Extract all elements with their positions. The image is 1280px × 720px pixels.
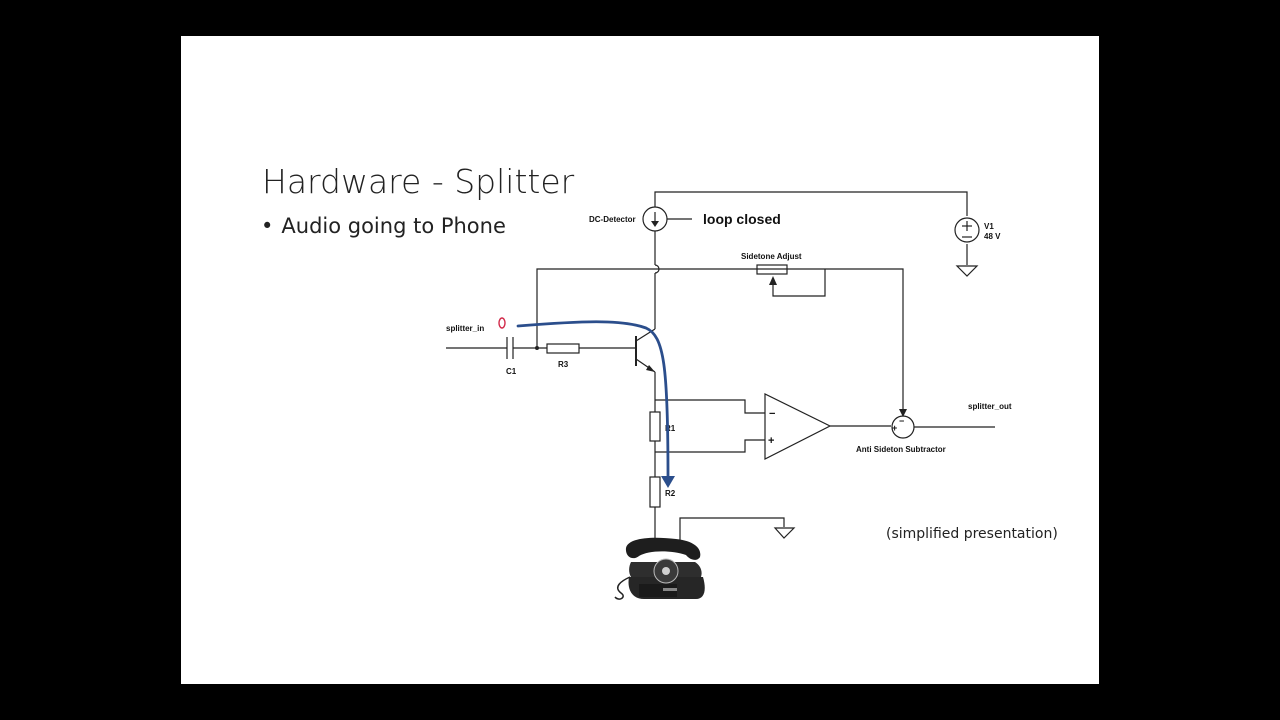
input-wire: splitter_in xyxy=(446,324,636,350)
resistor-r2: R2 xyxy=(649,476,676,508)
top-rail-wire xyxy=(654,191,968,265)
voltage-source-v1: V1 48 V xyxy=(954,217,1001,243)
op-amp-plus: + xyxy=(768,435,774,447)
anti-sidetone-subtractor: − + Anti Sideton Subtractor splitter_out xyxy=(856,402,1012,454)
pen-annotation-mark xyxy=(498,317,506,329)
r3-label: R3 xyxy=(558,360,569,369)
rotary-phone-icon xyxy=(614,537,705,600)
simplified-note: (simplified presentation) xyxy=(886,526,1058,542)
splitter-out-label: splitter_out xyxy=(968,402,1012,411)
sidetone-potentiometer: Sidetone Adjust xyxy=(741,252,826,297)
bullet-text: Audio going to Phone xyxy=(281,214,506,238)
loop-closed-label: loop closed xyxy=(703,211,781,227)
emitter-wire xyxy=(654,372,765,538)
anti-sidetone-label: Anti Sideton Subtractor xyxy=(856,445,946,454)
signal-flow-arrow xyxy=(498,317,675,488)
slide-title: Hardware - Splitter xyxy=(262,162,575,201)
r1-label: R1 xyxy=(665,424,676,433)
c1-label: C1 xyxy=(506,367,517,376)
dc-detector: DC-Detector loop closed xyxy=(589,206,781,232)
ground-wire-bottom xyxy=(679,517,796,544)
slide: Hardware - Splitter • Audio going to Phon… xyxy=(181,36,1099,684)
subtractor-minus: − xyxy=(899,416,904,426)
dc-detector-label: DC-Detector xyxy=(589,215,636,224)
splitter-in-label: splitter_in xyxy=(446,324,484,333)
sidetone-adjust-label: Sidetone Adjust xyxy=(741,252,802,261)
op-amp-minus: − xyxy=(769,408,775,420)
bullet-item: • Audio going to Phone xyxy=(261,214,506,238)
ground-symbol-v1 xyxy=(955,265,979,277)
capacitor-c1: C1 xyxy=(506,337,517,376)
r2-label: R2 xyxy=(665,489,676,498)
subtractor-plus: + xyxy=(892,423,897,433)
resistor-r3: R3 xyxy=(546,343,580,369)
bullet-dot: • xyxy=(261,214,274,238)
op-amp: − + xyxy=(764,393,891,460)
circuit-diagram: V1 48 V DC-Detector loop closed xyxy=(446,191,1058,600)
collector-wire xyxy=(654,231,660,329)
resistor-r1: R1 xyxy=(649,411,676,442)
transistor xyxy=(635,328,656,373)
v1-value: 48 V xyxy=(984,232,1001,241)
sidetone-wire xyxy=(536,268,907,417)
v1-label: V1 xyxy=(984,222,994,231)
